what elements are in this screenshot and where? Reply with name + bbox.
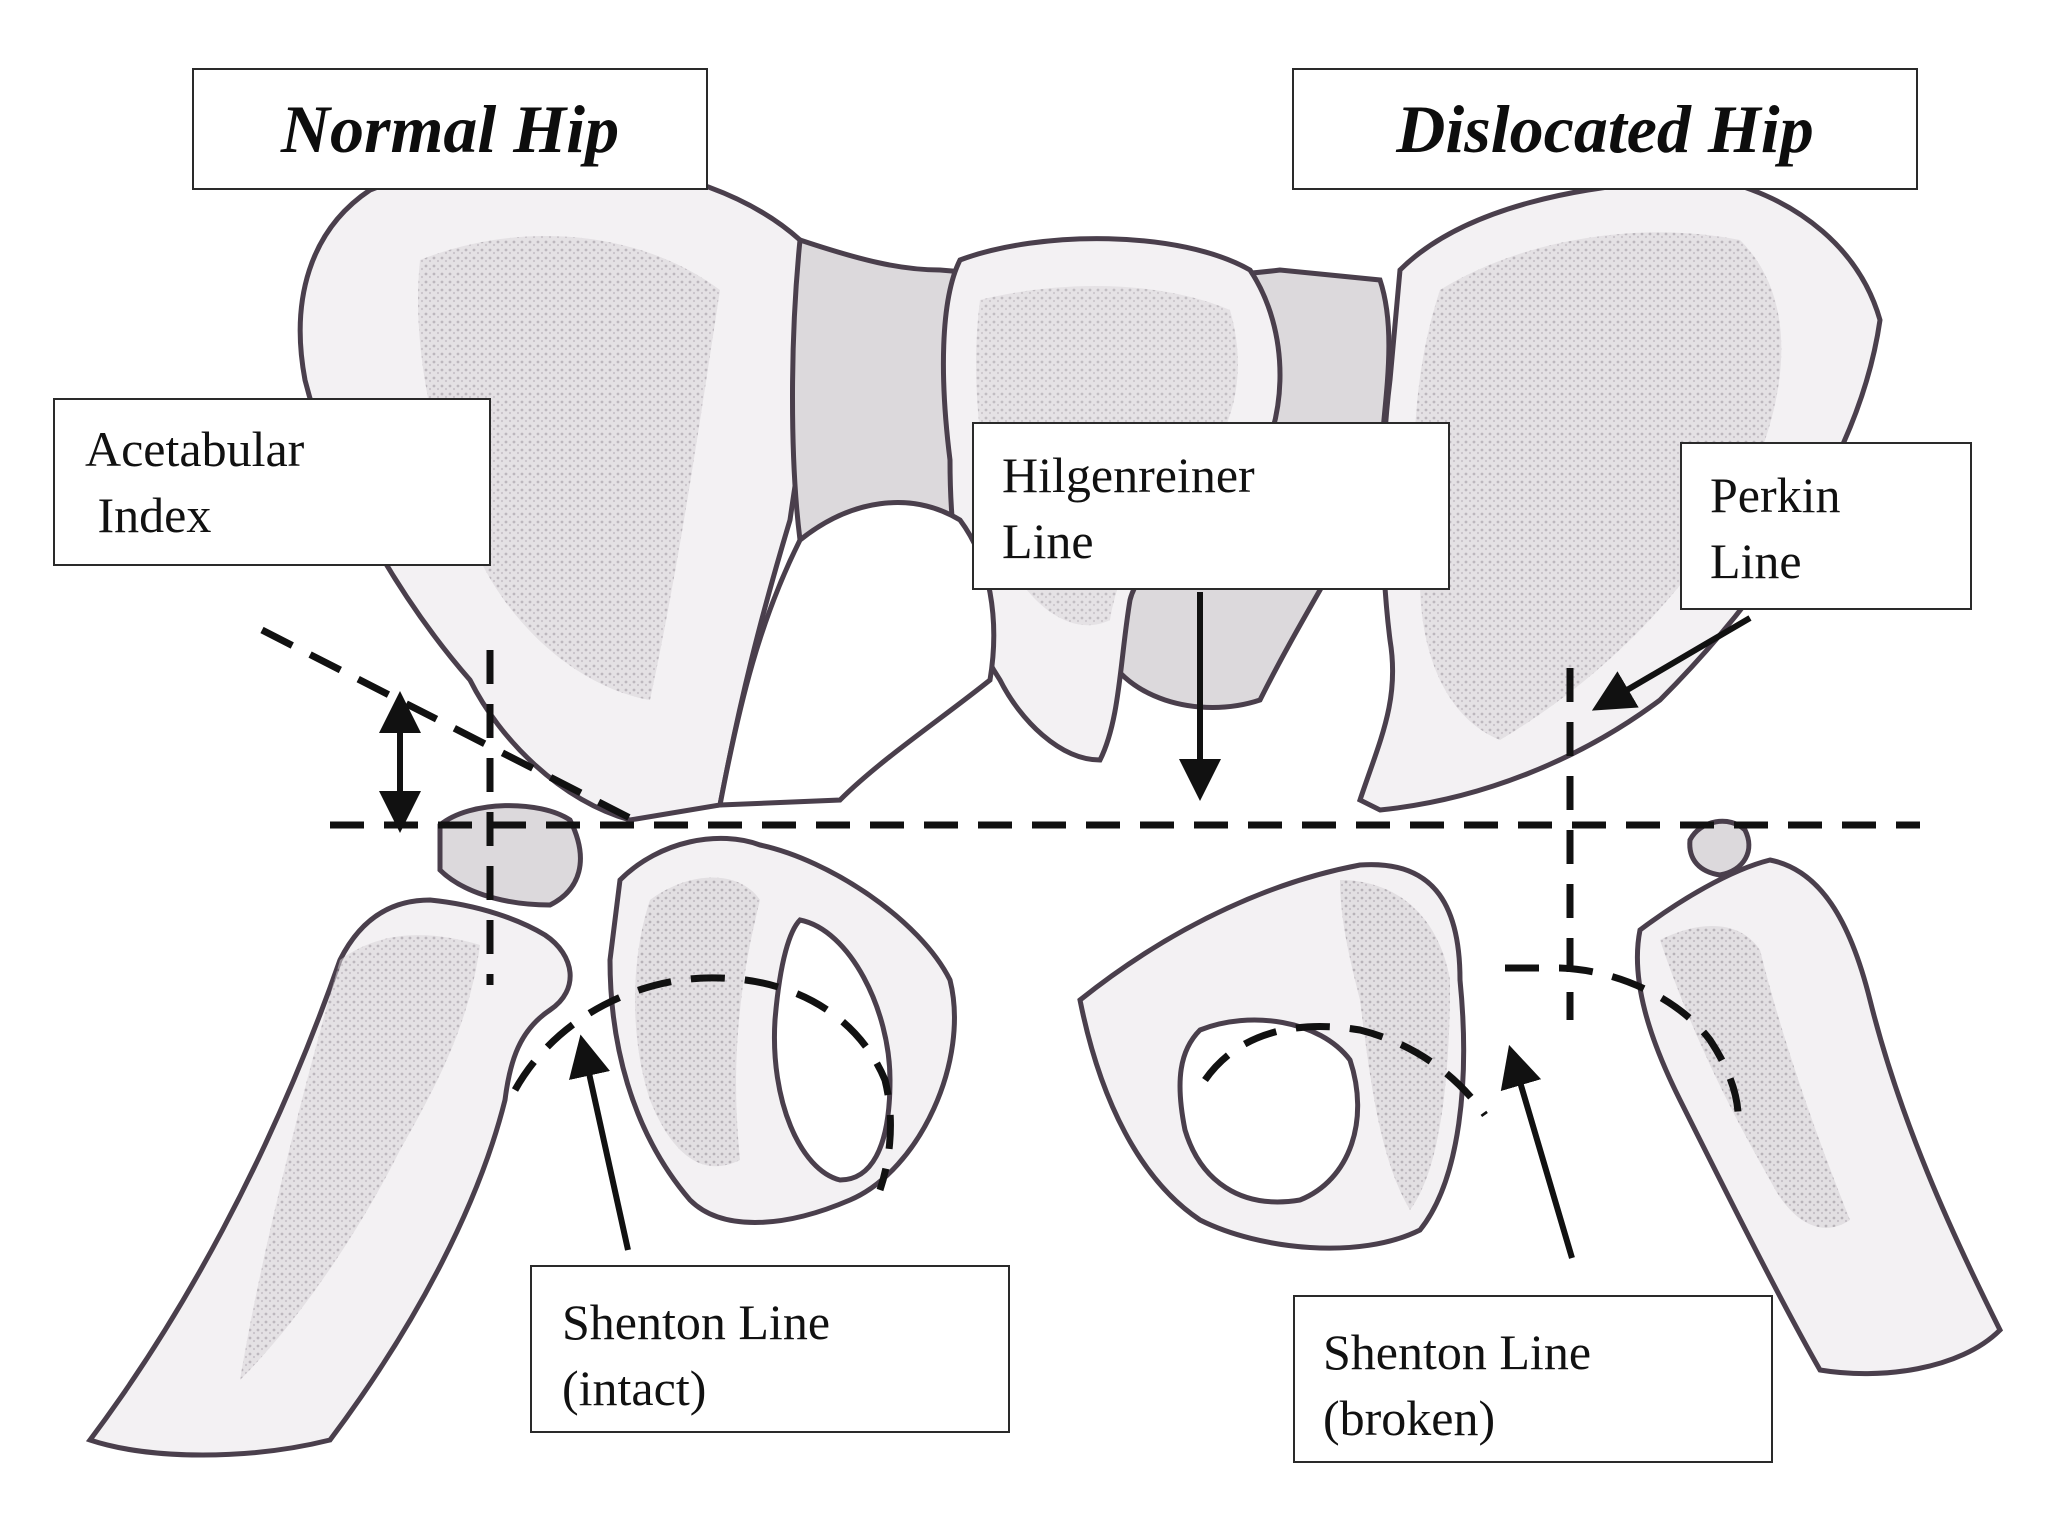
shenton-arc-broken-femur: [1505, 964, 1742, 1126]
shenton-broken-line1: Shenton Line: [1323, 1324, 1592, 1380]
hilgenreiner-line-label: Hilgenreiner Line: [972, 422, 1450, 590]
perkin-arrow: [1591, 615, 1752, 711]
shenton-arc-intact: [511, 974, 894, 1192]
left-femoral-head: [437, 803, 583, 908]
shenton-broken-line2: (broken): [1323, 1390, 1496, 1446]
acetabular-index-label: Acetabular Index: [53, 398, 491, 566]
shenton-intact-label: Shenton Line (intact): [530, 1265, 1010, 1433]
normal-hip-title: Normal Hip: [192, 68, 708, 190]
shenton-intact-arrow: [569, 1034, 631, 1251]
perkin-line1: Perkin: [1710, 467, 1841, 523]
perkin-line-label: Perkin Line: [1680, 442, 1972, 610]
shenton-intact-line1: Shenton Line: [562, 1294, 831, 1350]
shenton-broken-label: Shenton Line (broken): [1293, 1295, 1773, 1463]
acetabular-index-line1: Acetabular: [85, 421, 305, 477]
acetabular-slope-line: [260, 626, 632, 822]
hilgenreiner-line1: Hilgenreiner: [1002, 447, 1255, 503]
shenton-intact-line2: (intact): [562, 1360, 707, 1416]
dislocated-hip-title: Dislocated Hip: [1292, 68, 1918, 190]
hilgenreiner-line2: Line: [1002, 513, 1094, 569]
shenton-broken-arrow: [1500, 1044, 1575, 1259]
left-obturator-foramen: [771, 917, 893, 1183]
perkin-line2: Line: [1710, 533, 1802, 589]
acetabular-index-line2: Index: [85, 487, 212, 543]
right-femoral-head: [1687, 818, 1752, 878]
shenton-arc-broken: [1202, 1023, 1488, 1118]
right-obturator-foramen: [1177, 1017, 1361, 1205]
